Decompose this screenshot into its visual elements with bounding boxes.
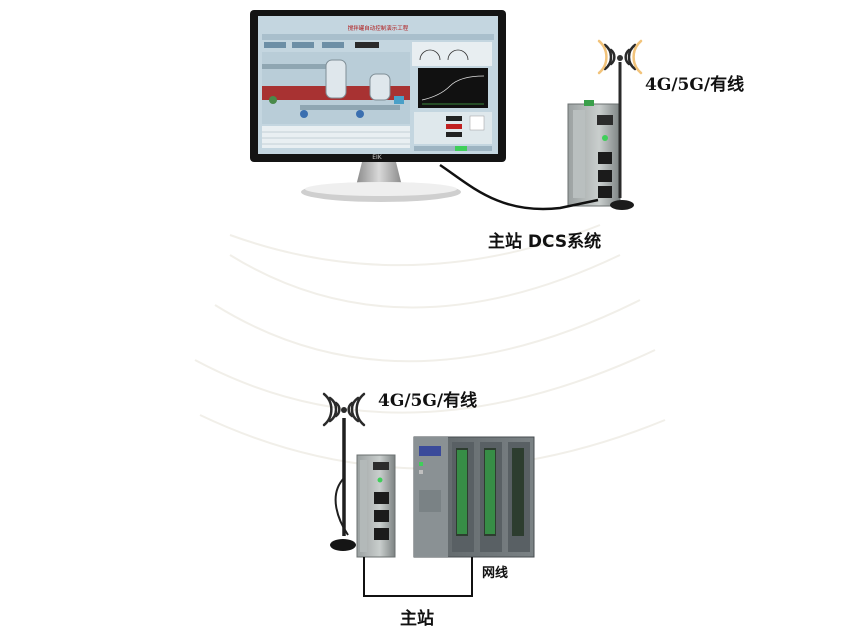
cable-label: 网线: [482, 566, 509, 581]
hmi-content: 搅拌罐自动控制演示工程: [262, 24, 494, 151]
bottom-network-label: 4G/5G/有线: [378, 391, 478, 411]
ethernet-cable: [363, 557, 473, 597]
signal-arcs: [194, 224, 666, 470]
master-bottom-label: 主站: [400, 609, 434, 629]
status-led: [602, 135, 608, 141]
plc-rack: [413, 436, 535, 558]
monitor-brand: EIK: [372, 154, 383, 161]
top-network-label: 4G/5G/有线: [645, 75, 745, 95]
top-wifi-icon: [597, 39, 643, 75]
top-antenna: [610, 55, 634, 210]
bottom-wifi-icon: [322, 392, 366, 427]
monitor-cable: [439, 163, 599, 211]
master-dcs-label: 主站 DCS系统: [488, 232, 602, 252]
top-gateway: [567, 100, 621, 207]
bottom-antenna: [330, 418, 356, 551]
monitor-stand: [356, 162, 402, 186]
bottom-gateway: [356, 454, 396, 558]
hmi-title: 搅拌罐自动控制演示工程: [348, 24, 409, 32]
